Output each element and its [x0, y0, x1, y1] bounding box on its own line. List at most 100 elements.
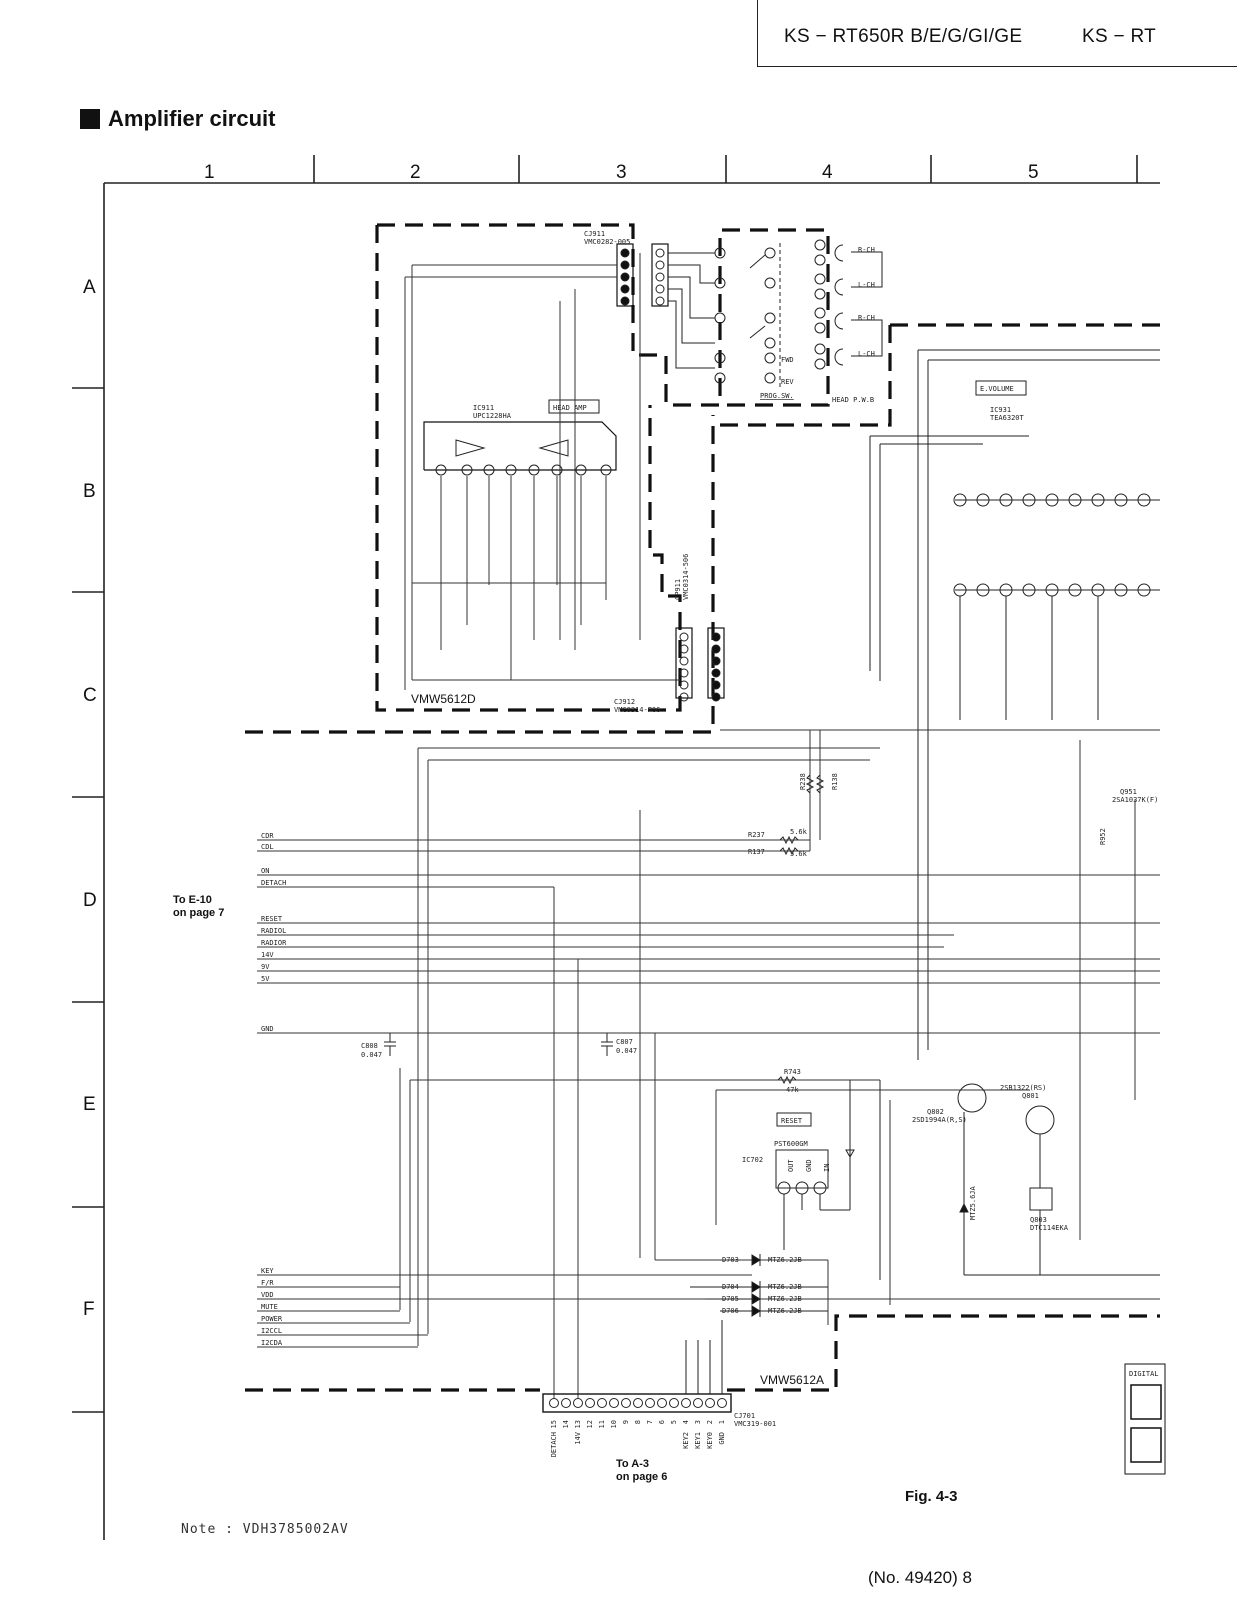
c808-value: 0.047	[361, 1051, 382, 1059]
q801-part: 2SB1322(RS)	[1000, 1084, 1046, 1092]
row-label-e: E	[83, 1094, 96, 1115]
signal-detach: DETACH	[261, 879, 286, 887]
signal-on: ON	[261, 867, 269, 875]
cj701-pin-11: 11	[598, 1420, 606, 1428]
head-r-ch-2: R-CH	[858, 314, 875, 322]
cj701-pin-10: 10	[610, 1420, 618, 1428]
title-bullet-icon	[80, 109, 100, 129]
col-label-3: 3	[616, 162, 627, 183]
cj701-part: VMC319-001	[734, 1420, 776, 1428]
board-outlines	[245, 223, 1160, 1392]
cj912-label: CJ912	[614, 698, 635, 706]
cj701-pin-1: 1	[718, 1420, 726, 1424]
ic931-e-volume: E.VOLUME IC931 TEA6320T	[869, 349, 1160, 1060]
model-secondary: KS − RT	[1082, 26, 1157, 47]
head-r-ch-1: R-CH	[858, 246, 875, 254]
ic702-label: IC702	[742, 1156, 763, 1164]
q803-label: Q803	[1030, 1216, 1047, 1224]
col-label-1: 1	[204, 162, 215, 183]
row-label-c: C	[83, 685, 97, 706]
q951-part: 2SA1037K(F)	[1112, 796, 1158, 804]
d802-part: MTZ5.6JA	[969, 1185, 977, 1220]
signal-vdd: VDD	[261, 1291, 274, 1299]
r138-label: R138	[831, 773, 839, 790]
c808-label: C808	[361, 1042, 378, 1050]
figure-caption: Fig. 4-3	[905, 1488, 958, 1505]
cj701-pin-2: 2	[706, 1420, 714, 1424]
cp911-part: VMC0314-506	[682, 554, 690, 600]
signal-9v: 9V	[261, 963, 270, 971]
cj912-part: VMC0314-P06	[614, 706, 660, 714]
head-amp-label: HEAD AMP	[553, 404, 587, 412]
signal-mute: MUTE	[261, 1303, 278, 1311]
d705-part: MTZ6.2JB	[768, 1295, 802, 1303]
head-l-ch-2: L-CH	[858, 350, 875, 358]
r237-value: 5.6k	[790, 828, 808, 836]
signal-i2cda: I2CDA	[261, 1339, 283, 1347]
ic931-label: IC931	[990, 406, 1011, 414]
q951-label: Q951	[1120, 788, 1137, 796]
signal-cdl: CDL	[261, 843, 274, 851]
r237-label: R237	[748, 831, 765, 839]
ic702-reset: R743 47k RESET PST600GM IC702 OUT GND IN	[742, 1068, 881, 1280]
row-label-a: A	[83, 277, 96, 298]
row-label-d: D	[83, 890, 97, 911]
ic702-pin-out: OUT	[787, 1159, 795, 1172]
fwd-label: FWD	[781, 356, 794, 364]
r743-label: R743	[784, 1068, 801, 1076]
r137-label: R137	[748, 848, 765, 856]
evolume-label: E.VOLUME	[980, 385, 1014, 393]
signal-radior: RADIOR	[261, 939, 287, 947]
to-e10-ref: To E-10 on page 7	[173, 894, 225, 919]
signal-fr: F/R	[261, 1279, 274, 1287]
signal-5v: 5V	[261, 975, 270, 983]
cj701-pin-9: 9	[622, 1420, 630, 1424]
model-primary: KS − RT650R B/E/G/GI/GE	[784, 26, 1023, 47]
cj701-pin-5: 5	[670, 1420, 678, 1424]
q802-label: Q802	[927, 1108, 944, 1116]
signal-key: KEY	[261, 1267, 274, 1275]
row-label-b: B	[83, 481, 96, 502]
r743-value: 47k	[786, 1086, 799, 1094]
left-signal-labels: CDR CDL ON DETACH RESET RADIOL RADIOR 14…	[261, 832, 287, 1347]
ic931-part: TEA6320T	[990, 414, 1025, 422]
connector-cj911: CJ911 VMC0282-005	[584, 230, 669, 307]
cj701-pin-name-3: KEY1	[694, 1432, 702, 1449]
d703-label: D703	[722, 1256, 739, 1264]
cj911-label: CJ911	[584, 230, 605, 238]
cj701-pin-15: 15	[550, 1420, 558, 1428]
capacitors-c808-c807: C808 0.047 C807 0.047	[361, 1033, 637, 1059]
cj701-pin-6: 6	[658, 1420, 666, 1424]
connector-cp911-cj912: CJ912 VMC0314-P06 CP911 VMC0314-506	[614, 554, 725, 714]
signal-power: POWER	[261, 1315, 283, 1323]
signal-cdr: CDR	[261, 832, 274, 840]
r137-value: 5.6k	[790, 850, 808, 858]
digital-box: DIGITAL	[1124, 1363, 1166, 1475]
cj701-pin-name-13: 14V	[574, 1431, 582, 1444]
head-switch-block: R-CH L-CH R-CH L-CH FWD REV PROG.SW. HEA…	[668, 239, 883, 404]
cj701-pin-4: 4	[682, 1420, 690, 1424]
ic702-pin-gnd: GND	[805, 1159, 813, 1172]
transistors: Q802 2SD1994A(R,S) 2SB1322(RS) Q801 Q803…	[912, 788, 1160, 1276]
grid-frame	[72, 155, 1160, 1540]
board-label-main: VMW5612A	[760, 1373, 824, 1387]
d703-part: MTZ6.2JB	[768, 1256, 802, 1264]
row-label-f: F	[83, 1299, 95, 1320]
ic911-head-amp: HEAD AMP IC911 UPC1228HA	[404, 253, 680, 690]
board-label-head-amp: VMW5612D	[411, 692, 476, 706]
cj701-pin-name-4: KEY2	[682, 1432, 690, 1449]
digital-label: DIGITAL	[1129, 1370, 1159, 1378]
signal-bus	[257, 729, 1160, 1398]
ic911-label: IC911	[473, 404, 494, 412]
q803-part: DTC114EKA	[1030, 1224, 1069, 1232]
resistors-cd: R237 5.6k R137 5.6k R238 R138	[748, 773, 839, 858]
cj701-pin-12: 12	[586, 1420, 594, 1428]
header-box: KS − RT650R B/E/G/GI/GE KS − RT	[757, 0, 1237, 67]
cp911-label: CP911	[674, 579, 682, 600]
reset-label: RESET	[781, 1117, 803, 1125]
cj701-pin-13: 13	[574, 1420, 582, 1428]
cj701-pin-14: 14	[562, 1420, 570, 1428]
q802-part: 2SD1994A(R,S)	[912, 1116, 967, 1124]
c807-value: 0.047	[616, 1047, 637, 1055]
